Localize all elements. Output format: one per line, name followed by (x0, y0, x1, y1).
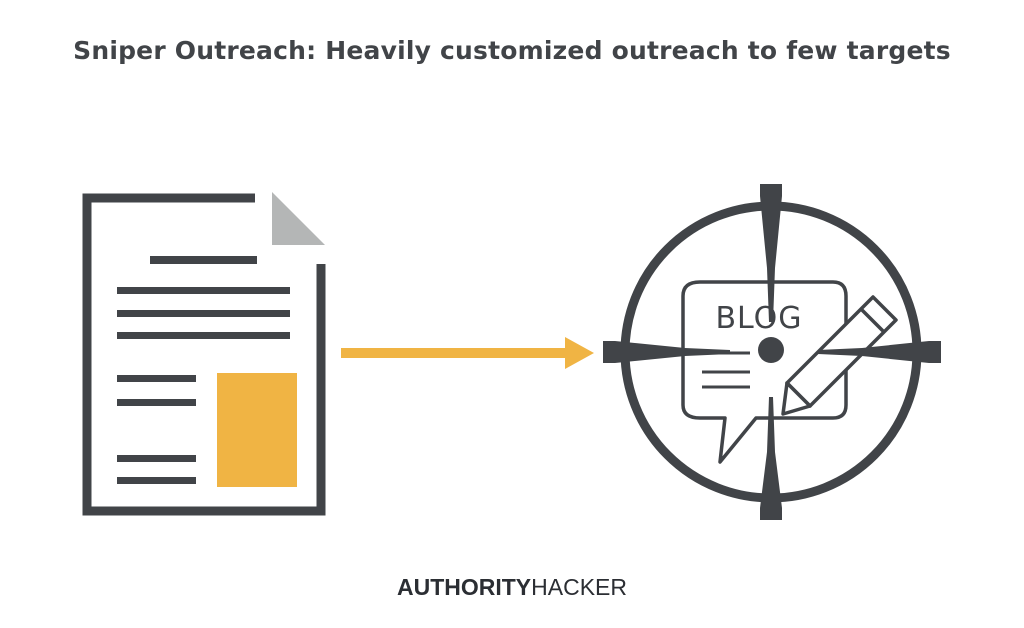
crosshair-icon: BLOG (603, 184, 941, 520)
document-icon (82, 192, 326, 516)
brand-logo: AUTHORITYHACKER (0, 574, 1024, 601)
crosshair-spikes (603, 184, 941, 520)
page-title: Sniper Outreach: Heavily customized outr… (73, 36, 951, 65)
speech-bubble-icon: BLOG (681, 280, 848, 464)
brand-logo-bold: AUTHORITY (396, 574, 532, 600)
target-label: BLOG (715, 301, 802, 336)
brand-logo-light: HACKER (531, 574, 628, 600)
arrow-icon (341, 337, 594, 369)
